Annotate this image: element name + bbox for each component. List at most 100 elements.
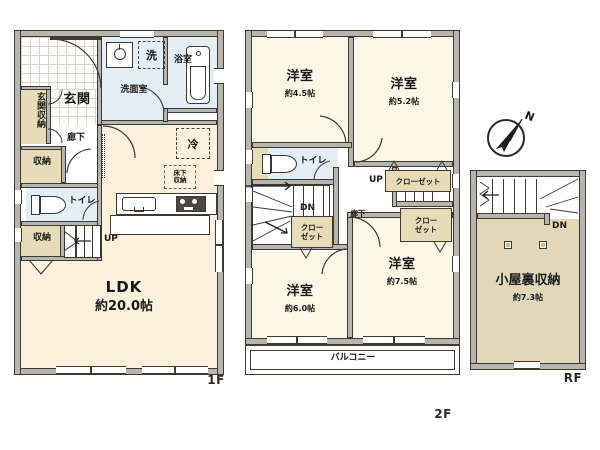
window-1f-bath-right <box>214 68 224 84</box>
door-bedroom-5_2 <box>355 137 383 163</box>
closet-left-line1: クロー <box>300 222 324 232</box>
label-bedroom-5_2: 洋室 <box>390 77 418 92</box>
rf-stair-zigzag <box>479 181 490 207</box>
window-1f-left-toilet <box>14 190 22 204</box>
exterior-wall-1f-top <box>14 30 224 37</box>
closet-right-door-marks <box>433 241 447 253</box>
stove-burner-1-icon <box>180 199 185 204</box>
stair-tread-dn-4 <box>323 186 325 244</box>
floor-tag-rf: RF <box>563 371 583 385</box>
label-attic-storage-area: 約7.3帖 <box>512 293 544 302</box>
stair-winder-lines-1f <box>64 230 78 252</box>
door-bedroom-4_5 <box>319 115 347 144</box>
rf-stair-direction-dn: DN <box>552 221 568 231</box>
label-hallway-1f: 廊下 <box>66 133 85 143</box>
room-genkan-storage <box>21 89 50 144</box>
wall-bedroom45-bottom <box>252 142 352 148</box>
rf-stair-tread-3 <box>514 179 516 213</box>
bathtub-inner <box>190 66 206 100</box>
label-washroom: 洗面室 <box>120 85 148 95</box>
door-genkan-entry <box>50 37 102 89</box>
wall-bath-left <box>163 37 168 85</box>
wall-bath-lower <box>167 108 217 113</box>
room-genkan-porch <box>21 37 101 89</box>
closet-top: クローゼット <box>385 170 451 192</box>
wall-washroom-bottom <box>101 120 217 125</box>
window-1f-right-ldk <box>214 170 224 186</box>
floor-plan-2f: トイレ DN UP クローゼット クロー ゼット クロー <box>245 30 460 375</box>
stair-direction-up-2f: UP <box>369 175 383 185</box>
label-storage-a: 収納 <box>32 157 51 167</box>
label-balcony: バルコニー <box>330 353 376 363</box>
exterior-wall-1f-right <box>217 30 224 375</box>
window-rf-bottom <box>514 361 540 369</box>
toilet-tank-1f <box>31 195 40 215</box>
room-genkan <box>50 89 101 125</box>
wall-hall-ldk <box>97 125 102 261</box>
room-bedroom-5_2 <box>355 37 453 163</box>
window-1f-left-storage <box>14 228 22 242</box>
window-2f-right-c <box>452 256 460 272</box>
room-ldk-lower-left <box>21 260 217 368</box>
label-attic-storage: 小屋裏収納 <box>495 273 561 288</box>
rf-stair-tread-5 <box>536 179 538 213</box>
wall-storage-a-right <box>61 146 66 183</box>
window-sash-right <box>215 244 223 246</box>
toilet-tank-2f <box>262 154 271 174</box>
door-toilet-2f <box>313 160 331 181</box>
label-bedroom-4_5: 洋室 <box>286 69 314 84</box>
toilet-bowl-1f <box>40 196 66 214</box>
window-1f-right-ldk-large <box>215 220 223 272</box>
window-sash-bottom-1 <box>90 366 92 374</box>
closet-left-line2: ゼット <box>300 232 324 241</box>
label-genkan-storage: 玄関収納 <box>35 92 45 128</box>
kitchen-island <box>110 215 210 235</box>
label-bedroom-6_0: 洋室 <box>286 284 314 299</box>
label-ldk-area: 約20.0帖 <box>94 299 154 314</box>
room-attic-storage <box>477 219 579 363</box>
door-genkan-storage <box>47 89 63 105</box>
window-2f-left-a <box>245 92 253 108</box>
label-bedroom-4_5-area: 約4.5帖 <box>284 89 316 98</box>
vanity-faucet-icon <box>119 44 121 50</box>
room-storage-a <box>21 150 64 183</box>
door-toilet-1f <box>82 200 100 221</box>
exterior-wall-rf-top <box>470 170 586 177</box>
room-bedroom-6_0 <box>252 252 348 338</box>
wall-bath-bottom-left <box>163 108 168 122</box>
stair-down-arrow-2f <box>264 221 288 234</box>
door-hall-to-ldk <box>102 125 136 159</box>
closet-top-label: クローゼット <box>395 176 441 186</box>
door-bath <box>138 86 165 113</box>
stair-tread-1f-c <box>92 226 94 257</box>
door-washroom-sliding <box>102 134 105 178</box>
label-toilet-2f: トイレ <box>299 156 327 166</box>
wall-hall-left-2f <box>333 167 339 249</box>
exterior-wall-2f-bottom <box>245 338 460 345</box>
compass-north-indicator: N <box>480 105 540 165</box>
rf-stair-winder-lines <box>539 178 579 214</box>
rf-stair-tread-1 <box>492 179 494 213</box>
door-bedroom-6_0 <box>321 248 347 275</box>
closet-right-line2: ゼット <box>414 225 438 234</box>
window-sash-2f-br <box>393 336 395 344</box>
room-storage-b <box>21 225 64 260</box>
floor-plan-rf: DN 小屋裏収納 約7.3帖 <box>470 170 586 370</box>
floor-tag-1f: 1F <box>207 373 225 387</box>
kitchen-sink <box>122 197 156 211</box>
stair-tread-dn-1 <box>293 186 295 244</box>
compass-icon: N <box>487 109 536 157</box>
window-1f-washroom-top <box>120 30 154 38</box>
rf-stair-tread-4 <box>525 179 527 213</box>
refrigerator-placement: 冷 <box>176 128 210 159</box>
door-genkan-storage-2 <box>47 128 63 144</box>
wall-bedroom45-right <box>348 37 354 167</box>
exterior-wall-rf-left <box>470 170 477 370</box>
label-toilet-1f: トイレ <box>68 196 96 206</box>
label-hallway-2f: 廊下 <box>350 209 366 218</box>
wall-storage-a-top <box>21 146 66 150</box>
label-bedroom-5_2-area: 約5.2帖 <box>388 97 420 106</box>
exterior-wall-rf-right <box>579 170 586 370</box>
label-bedroom-6_0-area: 約6.0帖 <box>284 304 316 313</box>
label-genkan: 玄関 <box>63 92 91 107</box>
